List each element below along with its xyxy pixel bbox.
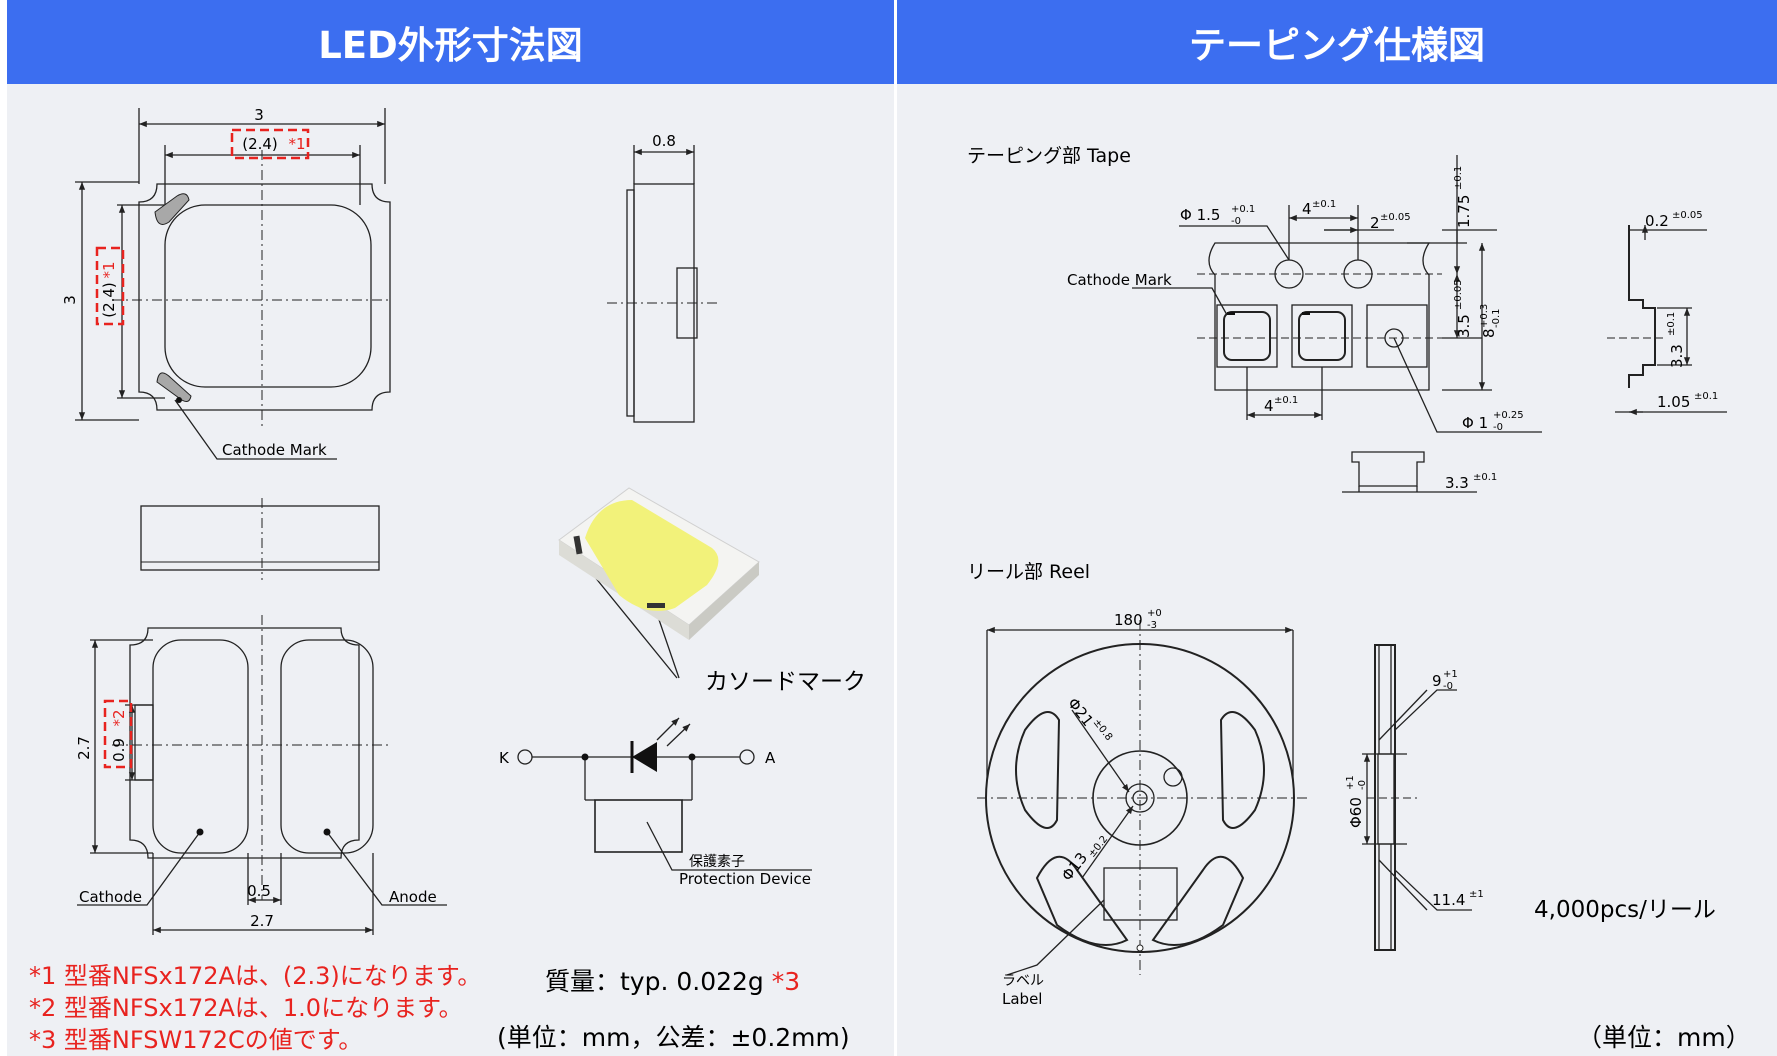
reel-label-area bbox=[1103, 867, 1178, 921]
tape-phi1-up: +0.25 bbox=[1493, 410, 1524, 421]
protection-en: Protection Device bbox=[679, 870, 811, 888]
tape-t02: 0.2 bbox=[1645, 212, 1669, 230]
led-kasodo-label: カソードマーク bbox=[705, 669, 866, 695]
led-photo bbox=[558, 487, 760, 640]
led-anode-label: Anode bbox=[389, 888, 437, 906]
taping-header: テーピング仕様図 bbox=[897, 0, 1777, 84]
reel-w114-tol: ±1 bbox=[1469, 889, 1484, 900]
reel-quantity: 4,000pcs/リール bbox=[1534, 897, 1716, 923]
tape-pocket-3 bbox=[1366, 304, 1428, 368]
reel-d180-dn: -3 bbox=[1147, 620, 1157, 631]
led-top-width: 3 bbox=[254, 106, 264, 124]
tape-t105: 1.05 bbox=[1657, 393, 1690, 411]
reel-label-jp: ラベル bbox=[1002, 973, 1044, 989]
taping-drawing: テーピング部 Tape Φ 1.5 +0.1 -0 4 ±0.1 2 ±0.05… bbox=[967, 145, 1727, 1008]
reel-d180: 180 bbox=[1114, 611, 1143, 629]
reel-label-en: Label bbox=[1002, 990, 1042, 1008]
tape-t33: 3.3 bbox=[1668, 344, 1686, 368]
tape-p2-tol: ±0.05 bbox=[1380, 212, 1411, 223]
protection-jp: 保護素子 bbox=[689, 854, 745, 870]
tape-d175: 1.75 bbox=[1455, 195, 1473, 228]
tape-p2: 2 bbox=[1370, 214, 1380, 232]
reel-w9-up: +1 bbox=[1443, 669, 1458, 680]
tape-d35: 3.5 bbox=[1455, 314, 1473, 338]
note-1: *1 型番NFSx172Aは、(2.3)になります。 bbox=[29, 962, 482, 990]
unit-right: （単位：mm） bbox=[1577, 1023, 1751, 1052]
reel-phi60-dn: -0 bbox=[1357, 780, 1368, 790]
tape-t33-tol: ±0.1 bbox=[1666, 312, 1677, 336]
mass-text: 質量：typ. 0.022g *3 bbox=[545, 962, 800, 998]
mass-star: *3 bbox=[771, 967, 801, 996]
led-cathode-label: Cathode bbox=[79, 888, 142, 906]
reel-d180-up: +0 bbox=[1147, 608, 1162, 619]
reel-phi60: Φ60 bbox=[1347, 797, 1365, 828]
note-3: *3 型番NFSW172Cの値です。 bbox=[29, 1026, 363, 1054]
taping-panel: テーピング仕様図 bbox=[897, 0, 1777, 1056]
reel-w114: 11.4 bbox=[1432, 891, 1465, 909]
tape-cathode-mark: Cathode Mark bbox=[1067, 271, 1172, 289]
reel-w9-dn: -0 bbox=[1443, 681, 1453, 692]
led-dimension-drawing: 3 (2.4) *1 3 (2.4) *1 0.8 Cathode Mark 2… bbox=[61, 106, 866, 935]
tape-t02-tol: ±0.05 bbox=[1672, 210, 1703, 221]
led-star2: *2 bbox=[110, 709, 128, 726]
tape-w8: 8 bbox=[1480, 328, 1498, 338]
reel-title: リール部 Reel bbox=[967, 561, 1090, 583]
led-bottom-width: 2.7 bbox=[250, 912, 274, 930]
led-dimension-header: LED外形寸法図 bbox=[7, 0, 894, 84]
led-side-thickness: 0.8 bbox=[652, 132, 676, 150]
reel-phi60-up: +1 bbox=[1345, 775, 1356, 790]
tape-b33: 3.3 bbox=[1445, 474, 1469, 492]
tape-w8-up: +0.3 bbox=[1479, 304, 1490, 328]
tape-outline bbox=[1208, 242, 1431, 391]
reel-w9: 9 bbox=[1432, 672, 1442, 690]
led-top-outline bbox=[138, 183, 391, 411]
tape-p4b-tol: ±0.1 bbox=[1274, 395, 1298, 406]
led-star1-top: *1 bbox=[288, 135, 305, 153]
led-bottom-pad-left bbox=[152, 639, 249, 854]
tape-phi15-up: +0.1 bbox=[1231, 204, 1255, 215]
tape-p4: 4 bbox=[1302, 200, 1312, 218]
reel-phi13-tol: ±0.2 bbox=[1087, 834, 1111, 860]
reel-phi13: Φ13 bbox=[1058, 849, 1091, 884]
tape-phi1-dn: -0 bbox=[1493, 422, 1503, 433]
led-height-inner: (2.4) bbox=[100, 282, 118, 318]
led-dimension-panel: LED外形寸法図 bbox=[7, 0, 894, 1056]
led-bottom-gap: 0.5 bbox=[247, 882, 271, 900]
led-bottom-pad: 0.9 bbox=[110, 738, 128, 762]
tape-w8-dn: -0.1 bbox=[1491, 308, 1502, 328]
led-front-outline bbox=[140, 505, 380, 571]
tape-t105-tol: ±0.1 bbox=[1694, 391, 1718, 402]
note-2: *2 型番NFSx172Aは、1.0になります。 bbox=[29, 994, 463, 1022]
circuit-k-label: K bbox=[499, 749, 510, 767]
led-bottom-pad-right bbox=[280, 639, 374, 854]
tape-phi1: Φ 1 bbox=[1462, 414, 1488, 432]
led-top-inner-width: (2.4) bbox=[242, 135, 278, 153]
led-top-lens bbox=[164, 204, 372, 388]
led-height-outer: 3 bbox=[61, 295, 79, 305]
unit-left: (単位：mm，公差：±0.2mm) bbox=[497, 1023, 850, 1052]
tape-p4b: 4 bbox=[1264, 397, 1274, 415]
led-bottom-outline bbox=[129, 627, 360, 859]
circuit-a-label: A bbox=[765, 749, 776, 767]
tape-title: テーピング部 Tape bbox=[967, 145, 1131, 167]
reel-phi21-tol: ±0.8 bbox=[1091, 717, 1115, 743]
led-cathode-mark: Cathode Mark bbox=[222, 441, 327, 459]
tape-d175-tol: ±0.1 bbox=[1453, 166, 1464, 190]
mass-value: 質量：typ. 0.022g bbox=[545, 967, 764, 996]
led-bottom-height: 2.7 bbox=[75, 736, 93, 760]
tape-b33-tol: ±0.1 bbox=[1473, 472, 1497, 483]
tape-phi15-dn: -0 bbox=[1231, 216, 1241, 227]
led-star1-side: *1 bbox=[100, 261, 118, 278]
tape-p4-tol: ±0.1 bbox=[1312, 199, 1336, 210]
tape-phi15: Φ 1.5 bbox=[1180, 206, 1220, 224]
tape-d35-tol: ±0.05 bbox=[1453, 279, 1464, 310]
